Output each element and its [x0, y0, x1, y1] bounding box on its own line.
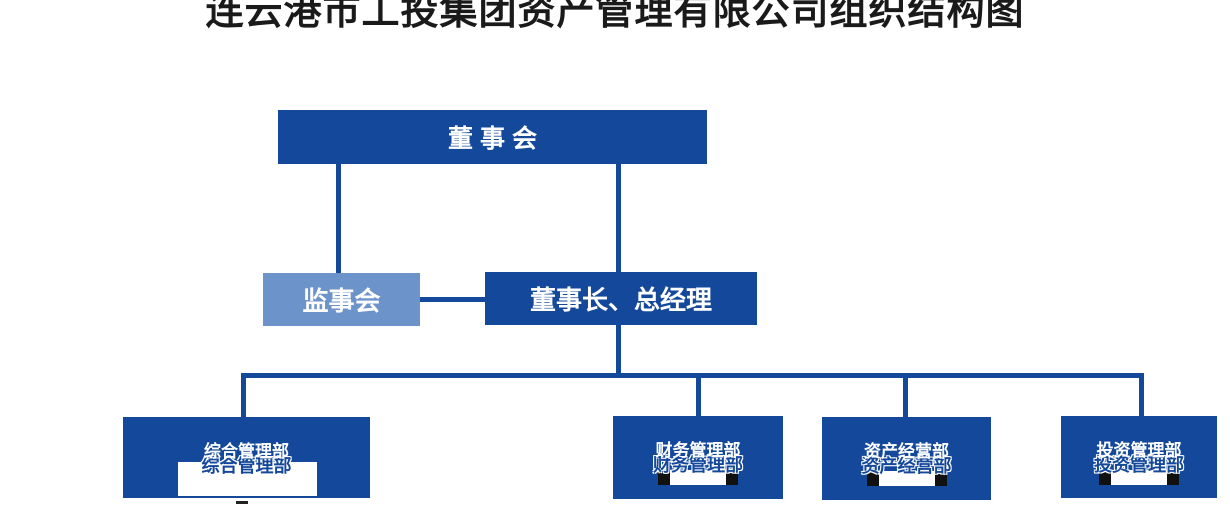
dept-label: 投资管理部: [1096, 441, 1182, 460]
glitch-dark-mark: [1099, 470, 1111, 485]
connector-drop-dept-1: [241, 376, 246, 417]
org-node-supervisory-board: 监事会: [263, 273, 420, 326]
connector-drop-dept-4: [1139, 376, 1144, 417]
connector-chairman-down: [616, 325, 621, 375]
glitch-white-mark: [670, 470, 726, 485]
org-node-label: 董 事 会: [448, 125, 537, 153]
dept-label-ghost: 投资管理部: [1094, 455, 1184, 475]
page-title: 连云港市工投集团资产管理有限公司组织结构图: [205, 0, 1025, 33]
glitch-white-chip: [1099, 470, 1179, 485]
glitch-white-chip: [658, 470, 738, 485]
org-node-label: 董事长、总经理: [529, 285, 712, 315]
org-node-board-of-directors: 董 事 会: [278, 110, 707, 164]
connector-board-to-supervisory: [336, 163, 341, 273]
dept-label-ghost: 财务管理部: [653, 455, 743, 475]
connector-drop-dept-3: [903, 376, 908, 417]
glitch-dark-mark: [866, 471, 879, 486]
org-node-label: 监事会: [302, 286, 381, 316]
dept-label-ghost: 综合管理部: [201, 456, 292, 476]
org-node-dept-investment-management: 投资管理部 投资管理部: [1061, 416, 1217, 498]
connector-supervisory-chairman: [420, 297, 485, 302]
dept-label: 财务管理部: [655, 441, 741, 460]
org-node-dept-asset-operations: 资产经营部 资产经营部: [822, 417, 991, 500]
glitch-dark-mark: [1167, 470, 1179, 485]
connector-drop-dept-2: [696, 376, 701, 417]
glitch-dark-mark: [658, 470, 670, 485]
connector-board-to-chairman: [616, 163, 621, 273]
glitch-white-chip: [866, 471, 947, 486]
org-node-chairman-general-manager: 董事长、总经理: [485, 272, 757, 325]
org-node-dept-finance-management: 财务管理部 财务管理部: [613, 416, 783, 499]
dept-label: 综合管理部: [204, 442, 289, 461]
glitch-dash: [236, 501, 248, 504]
connector-departments-horizontal: [241, 373, 1144, 378]
glitch-white-mark: [878, 471, 935, 486]
glitch-white-mark: [1111, 470, 1167, 485]
dept-label: 资产经营部: [864, 442, 949, 461]
glitch-dark-mark: [934, 471, 947, 486]
org-node-dept-general-management: 综合管理部 综合管理部: [123, 417, 370, 498]
glitch-dark-mark: [726, 470, 738, 485]
glitch-white-rect: [178, 462, 317, 496]
dept-label-ghost: 资产经营部: [861, 456, 952, 476]
